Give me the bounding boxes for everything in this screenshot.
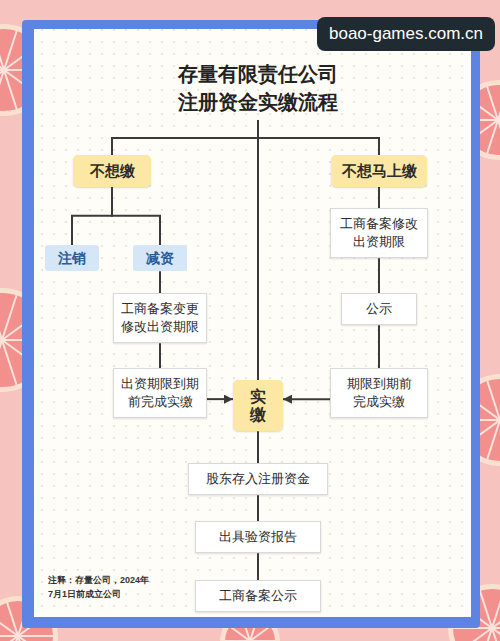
box-text: 出资期限到期 前完成实缴 — [120, 375, 200, 411]
box-text: 减资 — [139, 249, 181, 267]
slice-segment — [487, 87, 498, 120]
slice-segment — [460, 628, 492, 641]
box-text: 股东存入注册资金 — [195, 470, 321, 488]
slice-segment — [492, 628, 500, 641]
slice-segment — [498, 87, 500, 120]
box-text: 不想马上缴 — [339, 161, 419, 181]
dot-grid — [34, 29, 471, 617]
connector — [257, 495, 259, 521]
slice-segment — [0, 31, 4, 70]
slice-segment — [487, 381, 500, 420]
slice-segment — [2, 340, 17, 385]
slice-segment — [0, 295, 2, 340]
process-box: 工商备案变更 修改出资期限 — [113, 293, 207, 343]
slice-segment — [2, 295, 17, 340]
box-text: 公示 — [348, 300, 410, 318]
option-box: 减资 — [133, 245, 187, 271]
slice-segment — [7, 603, 18, 636]
box-text: 工商备案公示 — [202, 587, 314, 605]
connector — [257, 553, 259, 580]
connector — [112, 187, 160, 246]
process-box: 工商备案修改 出资期限 — [330, 208, 428, 258]
connector — [378, 325, 380, 368]
slice-segment — [4, 31, 17, 70]
slice-segment — [492, 605, 500, 628]
slice-segment — [0, 70, 4, 109]
option-box: 注销 — [45, 245, 99, 271]
box-text: 实缴 — [250, 388, 266, 423]
process-box: 出资期限到期 前完成实缴 — [113, 368, 207, 418]
slice-segment — [0, 340, 2, 385]
slice-segment — [18, 636, 46, 641]
box-text: 出具验资报告 — [202, 528, 314, 546]
box-text: 工商备案变更 修改出资期限 — [120, 300, 200, 336]
slice-segment — [487, 420, 500, 459]
slice-segment — [0, 340, 2, 368]
slice-segment — [250, 640, 275, 641]
box-text: 期限到期前 完成实缴 — [337, 375, 421, 411]
diagram-title: 存量有限责任公司 注册资金实缴流程 — [148, 60, 368, 116]
choice-header: 不想缴 — [73, 155, 151, 187]
process-box: 工商备案公示 — [195, 580, 321, 612]
slice-segment — [498, 120, 500, 153]
grapefruit-slices — [0, 24, 500, 641]
slice-segment — [250, 626, 270, 641]
slice-segment — [480, 591, 492, 628]
process-box: 期限到期前 完成实缴 — [330, 368, 428, 418]
box-text: 注销 — [51, 249, 93, 267]
connector — [283, 398, 330, 400]
panel-border — [22, 20, 480, 628]
process-box: 出具验资报告 — [195, 521, 321, 553]
footnote: 注释：存量公司，2024年 7月1日前成立公司 — [48, 574, 168, 601]
process-box: 股东存入注册资金 — [188, 463, 328, 495]
connector — [378, 258, 380, 293]
connector — [207, 398, 233, 400]
slice-segment — [0, 635, 18, 637]
watermark: boao-games.com.cn — [317, 17, 495, 51]
connector — [159, 343, 161, 368]
slice-segment — [18, 635, 53, 637]
connector — [378, 187, 380, 209]
box-text: 不想缴 — [81, 161, 143, 181]
process-box: 公示 — [341, 293, 417, 325]
panel — [34, 29, 471, 617]
slice-segment — [18, 636, 29, 641]
tree-trunk — [257, 120, 259, 380]
box-text: 工商备案修改 出资期限 — [337, 215, 421, 251]
key-step-box: 实缴 — [233, 380, 283, 431]
choice-header: 不想马上缴 — [331, 155, 427, 187]
slice-segment — [498, 99, 500, 120]
connector — [72, 187, 112, 246]
tree-branch — [112, 138, 379, 155]
connector — [257, 431, 259, 463]
connector — [159, 271, 161, 293]
slice-segment — [4, 70, 17, 109]
slice-segment — [0, 70, 4, 94]
slice-segment — [225, 640, 250, 641]
